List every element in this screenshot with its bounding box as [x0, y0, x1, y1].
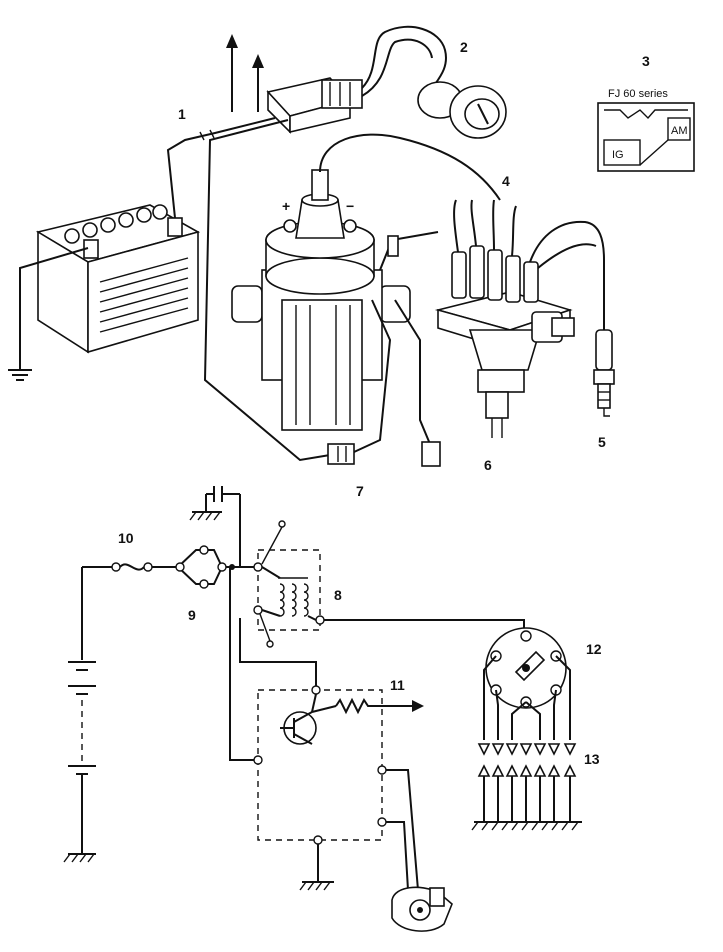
- schematic-distributor: [485, 627, 567, 709]
- label-coil: 8: [334, 587, 342, 603]
- schematic-igniter: [253, 685, 424, 891]
- fuse-box-title: FJ 60 series: [608, 88, 668, 100]
- coil-high-tension-lead: [319, 133, 501, 201]
- label-battery-cable: 1: [178, 106, 186, 122]
- label-ignition-switch: 2: [460, 39, 468, 55]
- schematic-battery: [63, 567, 96, 863]
- label-fuse: 10: [118, 530, 134, 546]
- coil-to-igniter-wire: [239, 618, 317, 690]
- coil-plus-label: +: [282, 198, 290, 214]
- spark-plug-ground-leads: [474, 776, 582, 823]
- coil-minus-label: −: [346, 198, 354, 214]
- fuse-ig-label: IG: [612, 149, 624, 161]
- label-igniter: 11: [390, 677, 405, 693]
- cable-markers: [199, 129, 215, 141]
- schematic-spark-plugs: [483, 655, 571, 740]
- up-arrows: [226, 34, 264, 112]
- junction-to-igniter-wire: [229, 567, 258, 761]
- schematic-ignition-switch: [175, 545, 258, 589]
- spark-plug: [593, 260, 615, 417]
- coil-connector-plug: [327, 299, 392, 465]
- connector-block: [266, 77, 363, 134]
- spark-gap-upper: [477, 743, 577, 756]
- battery-ground-symbol: [8, 247, 89, 381]
- battery-positive-cable: [166, 117, 276, 219]
- fuse-am-label: AM: [671, 125, 688, 137]
- pickup-sensor: [386, 769, 453, 932]
- ignition-switch: [361, 25, 507, 139]
- battery: [35, 204, 201, 354]
- label-spark-plugs: 13: [584, 751, 600, 767]
- label-distributor: 6: [484, 457, 492, 473]
- distributor: [434, 199, 605, 438]
- coil-feed-wire: [203, 119, 331, 462]
- label-fuse-box: 3: [642, 53, 650, 69]
- ignition-coil: + −: [231, 169, 411, 431]
- spark-gap-lower: [477, 764, 577, 777]
- coil-side-plug: [394, 299, 441, 467]
- label-spark-plug: 5: [598, 434, 606, 450]
- schematic-capacitor: [189, 486, 241, 567]
- schematic-fuse: [82, 562, 178, 572]
- label-ignition-switch-schematic: 9: [188, 607, 196, 623]
- fuse-box-inset: FJ 60 series AM IG: [597, 88, 695, 172]
- wire-sleeve: [387, 235, 399, 257]
- label-distributor-schematic: 12: [586, 641, 602, 657]
- label-ignition-coil: 7: [356, 483, 364, 499]
- spark-plug-ground-hatch: [471, 821, 579, 831]
- schematic-coil: [253, 520, 325, 648]
- label-high-tension-cords: 4: [502, 173, 510, 189]
